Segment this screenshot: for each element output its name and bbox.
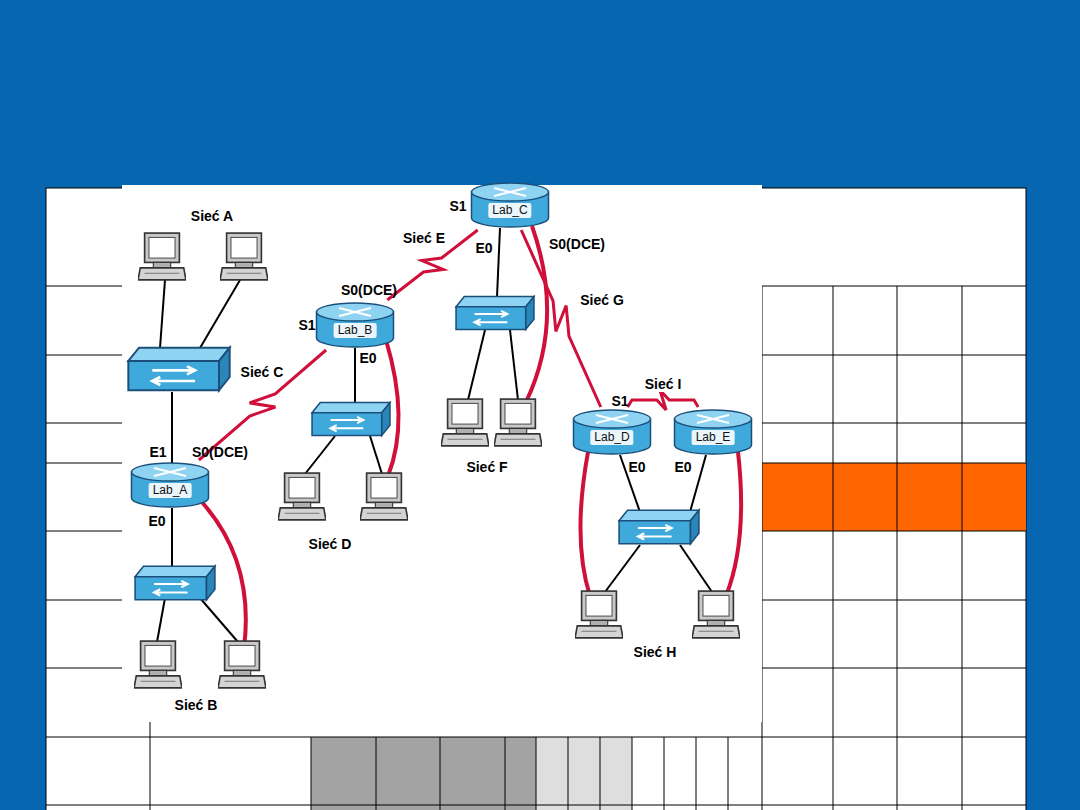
serial-link (199, 350, 326, 460)
network-label: Sieć C (239, 364, 286, 380)
interface-label: S0(DCE) (341, 282, 397, 298)
interface-label: S0(DCE) (192, 444, 248, 460)
pc-icon (218, 641, 266, 688)
pc-icon (134, 641, 182, 688)
interface-label: E0 (148, 513, 165, 529)
interface-label: E0 (628, 459, 645, 475)
router: Lab_B (315, 302, 395, 348)
serial-link (628, 390, 699, 410)
interface-label: E0 (475, 240, 492, 256)
router: Lab_C (470, 182, 550, 228)
pc-icon (494, 399, 542, 446)
router-label: Lab_D (590, 430, 633, 445)
router-label: Lab_A (149, 483, 192, 498)
serial-link (387, 230, 477, 300)
network-label: Sieć B (175, 697, 218, 713)
serial-link (521, 230, 601, 407)
pc-icon (575, 591, 623, 638)
router: Lab_D (572, 409, 652, 455)
switch-icon (312, 403, 390, 436)
network-label: Sieć D (309, 536, 352, 552)
pc-icon (360, 473, 408, 520)
interface-label: S1 (298, 317, 315, 333)
router-label: Lab_E (692, 430, 735, 445)
pc-icon (138, 233, 186, 280)
router-label: Lab_C (488, 203, 531, 218)
switch-icon (619, 510, 699, 544)
console-cables (200, 226, 741, 648)
pc-icon (441, 399, 489, 446)
network-label: Sieć I (643, 376, 684, 392)
network-label: Sieć H (634, 644, 677, 660)
router: Lab_A (130, 462, 210, 508)
interface-label: S1 (611, 393, 628, 409)
router: Lab_E (673, 409, 753, 455)
network-label: Sieć G (578, 292, 626, 308)
switch-icon (456, 297, 534, 330)
interface-label: S1 (449, 198, 466, 214)
pc-icon (692, 591, 740, 638)
interface-label: E0 (359, 350, 376, 366)
interface-label: E1 (149, 444, 166, 460)
router-label: Lab_B (334, 323, 377, 338)
pc-icon (220, 233, 268, 280)
interface-label: S0(DCE) (549, 236, 605, 252)
switch-icon (128, 348, 229, 391)
picture-panel (122, 185, 762, 722)
network-label: Sieć E (401, 230, 447, 246)
interface-label: E0 (674, 459, 691, 475)
network-label: Sieć F (466, 459, 507, 475)
pc-icon (278, 473, 326, 520)
network-label: Sieć A (191, 208, 233, 224)
switch-icon (135, 566, 215, 600)
